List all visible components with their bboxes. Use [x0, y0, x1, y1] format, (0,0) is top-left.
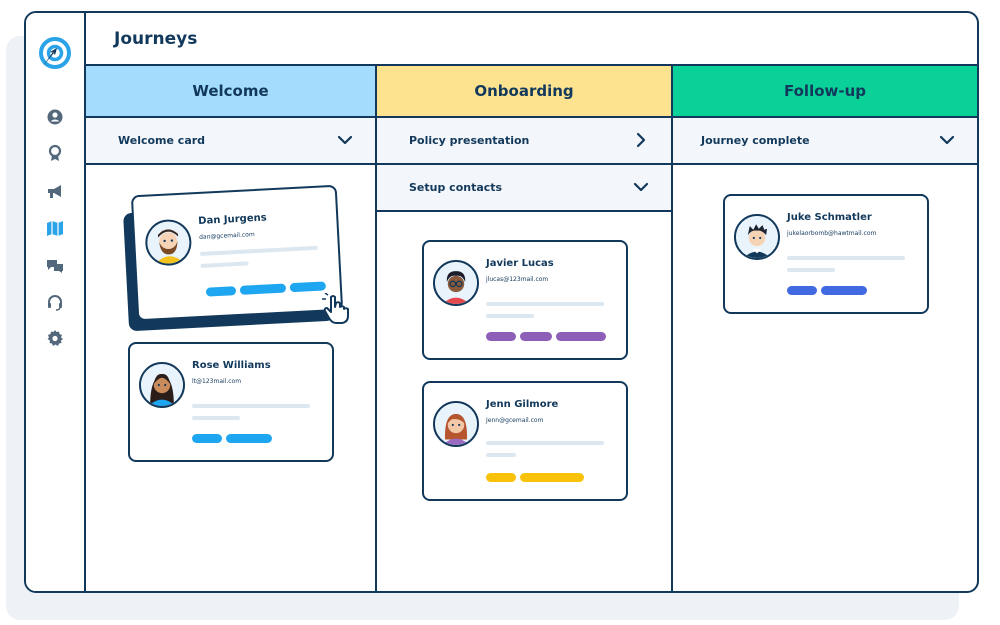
step-label: Welcome card	[118, 134, 206, 147]
app-logo-icon	[37, 35, 73, 71]
placeholder-line	[192, 404, 310, 408]
chevron-right-icon[interactable]	[633, 132, 649, 148]
sidebar-item-contacts[interactable]	[45, 107, 65, 127]
column-welcome: Welcome Welcome card Dan Jurgens dan@gce…	[86, 66, 377, 591]
tag-pill	[226, 434, 272, 443]
contact-email: jlucas@123mail.com	[486, 276, 549, 283]
tag-pill	[821, 286, 867, 295]
step-label: Policy presentation	[409, 134, 530, 147]
placeholder-line	[486, 441, 604, 445]
chat-icon	[47, 260, 63, 273]
avatar	[433, 401, 479, 447]
tag-pill	[205, 286, 237, 297]
tag-pill	[556, 332, 606, 341]
step-label: Journey complete	[701, 134, 810, 147]
tag-pill	[289, 281, 327, 293]
step-welcome-card[interactable]: Welcome card	[86, 118, 375, 165]
contact-name: Dan Jurgens	[198, 212, 267, 227]
contact-card-rose-williams[interactable]: Rose Williams lt@123mail.com	[128, 342, 334, 462]
placeholder-line	[486, 302, 604, 306]
step-label: Setup contacts	[409, 181, 503, 194]
contact-name: Jenn Gilmore	[486, 399, 559, 410]
contact-email: lt@123mail.com	[192, 378, 242, 385]
column-header-welcome: Welcome	[86, 66, 375, 118]
step-setup-contacts[interactable]: Setup contacts	[377, 165, 671, 212]
hand-cursor-icon	[322, 293, 349, 324]
avatar	[144, 218, 193, 267]
placeholder-line	[486, 314, 534, 318]
chevron-down-icon[interactable]	[337, 132, 353, 148]
sidebar-item-messages[interactable]	[45, 256, 65, 276]
avatar	[139, 362, 185, 408]
contact-email: dan@gcemail.com	[198, 231, 255, 241]
contact-card-juke-schmatler[interactable]: Juke Schmatler jukelaorbomb@hawtmail.com	[723, 194, 929, 314]
megaphone-icon	[48, 185, 61, 198]
tag-pill	[486, 473, 516, 482]
avatar	[734, 214, 780, 260]
tag-pill	[192, 434, 222, 443]
award-icon	[48, 144, 62, 161]
step-journey-complete[interactable]: Journey complete	[673, 118, 977, 165]
sidebar-item-awards[interactable]	[45, 143, 65, 163]
tag-pill	[486, 332, 516, 341]
sidebar-item-settings[interactable]	[45, 328, 65, 348]
placeholder-line	[200, 261, 249, 268]
sidebar-item-campaigns[interactable]	[45, 181, 65, 201]
column-header-onboarding: Onboarding	[377, 66, 671, 118]
placeholder-line	[787, 268, 835, 272]
sidebar-item-support[interactable]	[45, 293, 65, 313]
step-policy-presentation[interactable]: Policy presentation	[377, 118, 671, 165]
sidebar	[26, 13, 86, 591]
contact-card-dan-jurgens[interactable]: Dan Jurgens dan@gcemail.com	[130, 184, 344, 322]
sidebar-item-journeys[interactable]	[45, 218, 65, 238]
tag-pill	[239, 283, 287, 295]
contact-email: Jenn@gcemail.com	[486, 417, 544, 424]
column-onboarding: Onboarding Policy presentation Setup con…	[377, 66, 673, 591]
placeholder-line	[486, 453, 516, 457]
user-icon	[47, 109, 63, 125]
column-header-follow-up: Follow-up	[673, 66, 977, 118]
headset-icon	[48, 295, 62, 311]
page-header: Journeys	[86, 13, 977, 66]
tag-pill	[520, 332, 552, 341]
tag-pill	[520, 473, 584, 482]
chevron-down-icon[interactable]	[633, 179, 649, 195]
placeholder-line	[199, 245, 318, 256]
gear-icon	[47, 330, 63, 346]
map-icon	[47, 221, 63, 236]
column-follow-up: Follow-up Journey complete Juke Schmatle…	[673, 66, 977, 591]
contact-name: Juke Schmatler	[787, 212, 872, 223]
placeholder-line	[192, 416, 240, 420]
contact-email: jukelaorbomb@hawtmail.com	[787, 230, 877, 237]
contact-card-jenn-gilmore[interactable]: Jenn Gilmore Jenn@gcemail.com	[422, 381, 628, 501]
page-title: Journeys	[114, 29, 198, 49]
avatar	[433, 260, 479, 306]
app-window: Journeys Welcome Welcome card Dan Jurgen…	[24, 11, 979, 593]
chevron-down-icon[interactable]	[939, 132, 955, 148]
contact-name: Rose Williams	[192, 360, 271, 371]
contact-name: Javier Lucas	[486, 258, 554, 269]
contact-card-javier-lucas[interactable]: Javier Lucas jlucas@123mail.com	[422, 240, 628, 360]
placeholder-line	[787, 256, 905, 260]
tag-pill	[787, 286, 817, 295]
